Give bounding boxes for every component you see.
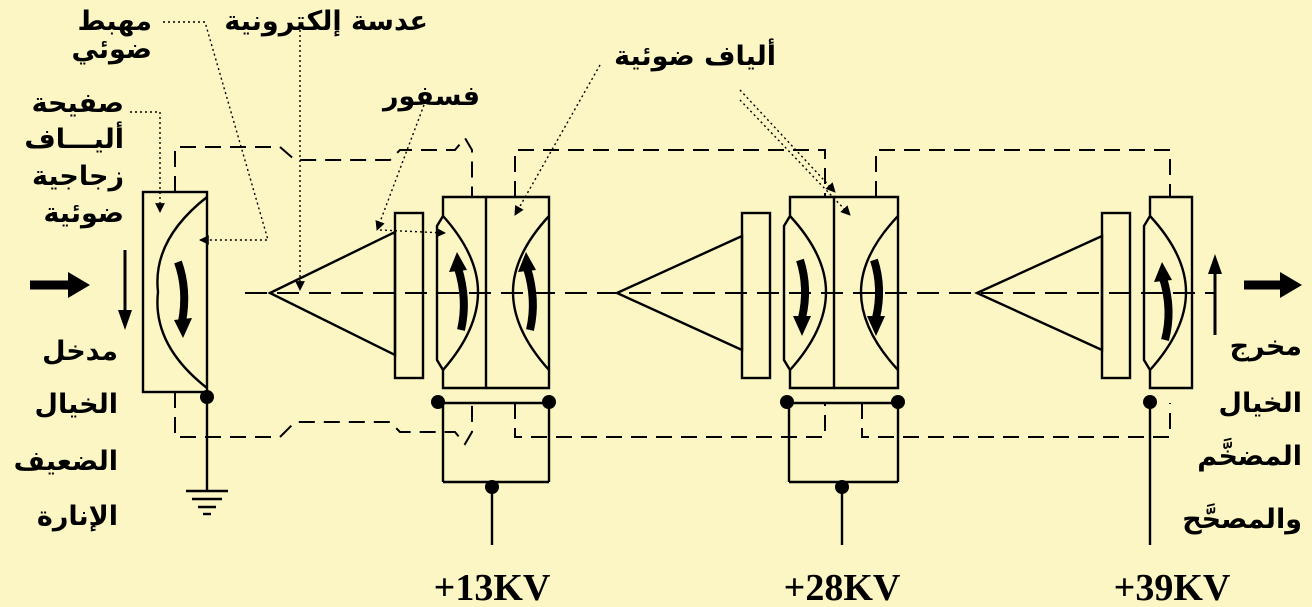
label-fiber-plate-1: صفيحة	[32, 88, 124, 119]
top-dashed-path-1	[174, 136, 473, 197]
label-phosphor: فسفور	[381, 81, 480, 112]
stage-1-cone	[267, 211, 425, 380]
input-arrow-icon	[30, 272, 90, 298]
label-output-4: والمصحَّح	[1182, 503, 1302, 535]
label-output-2: الخيال	[1219, 388, 1302, 419]
output-up-arrow-icon	[1208, 254, 1222, 335]
label-output-3: المضخَّم	[1197, 437, 1302, 472]
bottom-dashed-path-2	[514, 403, 826, 438]
stage-2-tube	[780, 195, 905, 545]
leader-fibers-1	[514, 64, 601, 216]
label-input-1: مدخل	[42, 336, 118, 367]
bottom-dashed-path-3	[861, 403, 1171, 438]
bottom-dashed-path-1	[174, 392, 473, 446]
label-photocathode-1: مهبط	[78, 6, 152, 37]
leader-phosphor	[375, 104, 425, 231]
label-output-1: مخرج	[1230, 331, 1302, 362]
top-dashed-path-2	[514, 149, 826, 197]
label-fiber-plate-2: أليـــاف	[24, 121, 124, 155]
output-fiber-plate	[1142, 195, 1194, 545]
leader-fibers-3	[739, 99, 851, 216]
label-photocathode-2: ضوئي	[72, 34, 152, 65]
label-optical-fibers: ألياف ضوئية	[614, 38, 776, 72]
labels: مهبط ضوئي عدسة إلكترونية صفيحة أليـــاف …	[14, 6, 1302, 535]
leader-photocathode	[163, 21, 269, 245]
voltage-label-2: +28KV	[784, 567, 901, 607]
leader-phosphor-2	[379, 227, 446, 238]
leader-fiber-plate	[130, 111, 165, 213]
label-input-4: الإنارة	[37, 501, 118, 532]
label-electron-lens: عدسة إلكترونية	[224, 6, 428, 37]
voltage-label-1: +13KV	[434, 567, 551, 607]
label-fiber-plate-3: زجاجية	[32, 161, 124, 192]
leader-fibers-2	[739, 89, 836, 193]
ground-icon	[186, 489, 228, 516]
top-dashed-path-3	[875, 149, 1171, 197]
label-input-3: الضعيف	[14, 446, 118, 477]
label-fiber-plate-4: ضوئية	[43, 198, 124, 229]
output-arrow-icon	[1244, 272, 1302, 298]
input-fiber-plate	[141, 190, 214, 490]
stage-3-cone	[974, 211, 1132, 380]
voltage-labels: +13KV +28KV +39KV	[434, 567, 1231, 607]
label-input-2: الخيال	[35, 389, 118, 420]
input-down-arrow-icon	[118, 250, 132, 330]
voltage-label-3: +39KV	[1114, 567, 1231, 607]
stage-2-cone	[614, 211, 772, 380]
stage-1-tube	[431, 195, 556, 545]
